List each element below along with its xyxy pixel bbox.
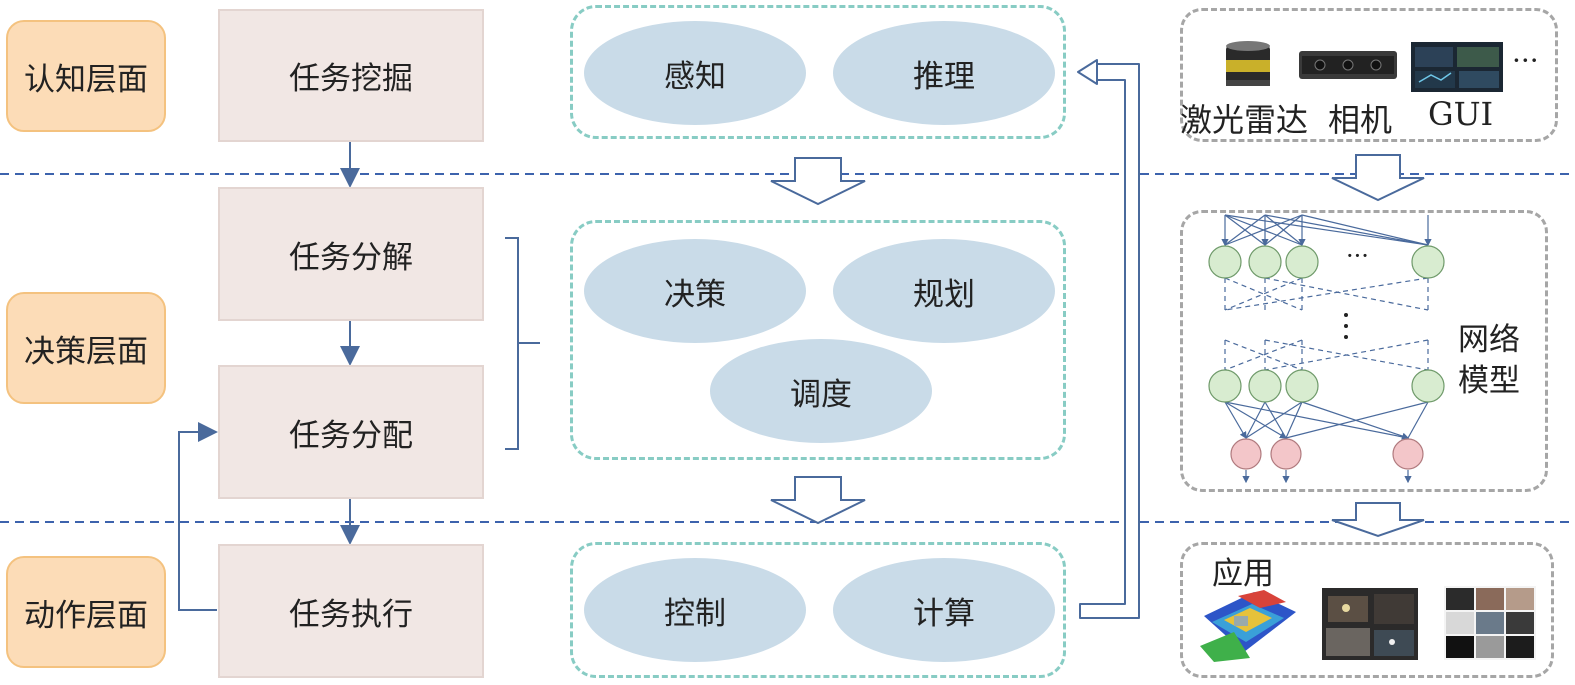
ellipse-control: 控制 [584, 558, 806, 662]
neuron-l2-1 [1208, 369, 1242, 403]
camera-label: 相机 [1328, 101, 1393, 139]
perception-label: 感知 [664, 58, 726, 95]
ellipse-computing: 计算 [833, 558, 1055, 662]
task-execute-label: 任务执行 [289, 596, 413, 633]
neuron-out-2 [1270, 438, 1302, 470]
hollow-arrow-cognition-to-decision [770, 157, 866, 206]
group-action [570, 542, 1066, 678]
neuron-l2-3 [1285, 369, 1319, 403]
planning-label: 规划 [913, 276, 975, 313]
level-decision: 决策层面 [6, 292, 166, 404]
neuron-l1-4 [1411, 245, 1445, 279]
group-sensors [1180, 8, 1558, 142]
neuron-l1-2 [1248, 245, 1282, 279]
hollow-feedback-arrow [1077, 59, 1140, 619]
neuron-out-1 [1230, 438, 1262, 470]
group-applications [1180, 542, 1554, 678]
app-camera-scene-image [1322, 588, 1418, 660]
ellipse-planning: 规划 [833, 239, 1055, 343]
gui-label: GUI [1428, 95, 1494, 133]
hollow-arrow-decision-to-action [770, 476, 866, 525]
sensors-ellipsis: ··· [1512, 44, 1539, 77]
hollow-arrow-network-to-app [1331, 502, 1425, 538]
camera-icon [1299, 51, 1397, 79]
neuron-l2-4 [1411, 369, 1445, 403]
task-allocate: 任务分配 [218, 365, 484, 499]
task-allocate-label: 任务分配 [289, 417, 413, 454]
network-label-line1: 网络 [1458, 322, 1520, 358]
task-decompose: 任务分解 [218, 187, 484, 321]
decision-bracket [505, 237, 540, 450]
task-decompose-label: 任务分解 [289, 239, 413, 276]
scheduling-label: 调度 [790, 376, 852, 413]
neuron-l2-2 [1248, 369, 1282, 403]
task-execute: 任务执行 [218, 544, 484, 678]
neuron-l1-1 [1208, 245, 1242, 279]
reasoning-label: 推理 [913, 58, 975, 95]
network-hidden-ellipsis: ··· [1346, 242, 1369, 270]
level-action-label: 动作层面 [24, 597, 148, 634]
hollow-arrow-sensors-to-network [1331, 154, 1425, 202]
level-cognition-label: 认知层面 [24, 61, 148, 98]
group-cognition [570, 5, 1066, 139]
neuron-out-3 [1392, 438, 1424, 470]
app-3d-map-image [1200, 590, 1296, 662]
computing-label: 计算 [913, 595, 975, 632]
lidar-icon [1226, 41, 1270, 86]
level-cognition: 认知层面 [6, 20, 166, 132]
neuron-l1-3 [1285, 245, 1319, 279]
ellipse-perception: 感知 [584, 21, 806, 125]
app-gui-grid-image [1444, 586, 1536, 660]
level-action: 动作层面 [6, 556, 166, 668]
lidar-label: 激光雷达 [1180, 101, 1309, 139]
arrow-feedback-execute-to-allocate [178, 422, 218, 611]
task-mining-label: 任务挖掘 [289, 61, 413, 97]
group-decision [570, 220, 1066, 460]
task-mining: 任务挖掘 [218, 9, 484, 142]
level-decision-label: 决策层面 [24, 333, 148, 370]
decision-making-label: 决策 [664, 276, 726, 313]
ellipse-decision-making: 决策 [584, 239, 806, 343]
network-diagram [1208, 214, 1445, 484]
applications-title: 应用 [1212, 556, 1274, 592]
ellipse-reasoning: 推理 [833, 21, 1055, 125]
control-label: 控制 [664, 595, 726, 632]
group-network [1180, 210, 1548, 492]
ellipse-scheduling: 调度 [710, 339, 932, 443]
network-label-line2: 模型 [1458, 363, 1520, 399]
gui-icon [1411, 42, 1503, 92]
